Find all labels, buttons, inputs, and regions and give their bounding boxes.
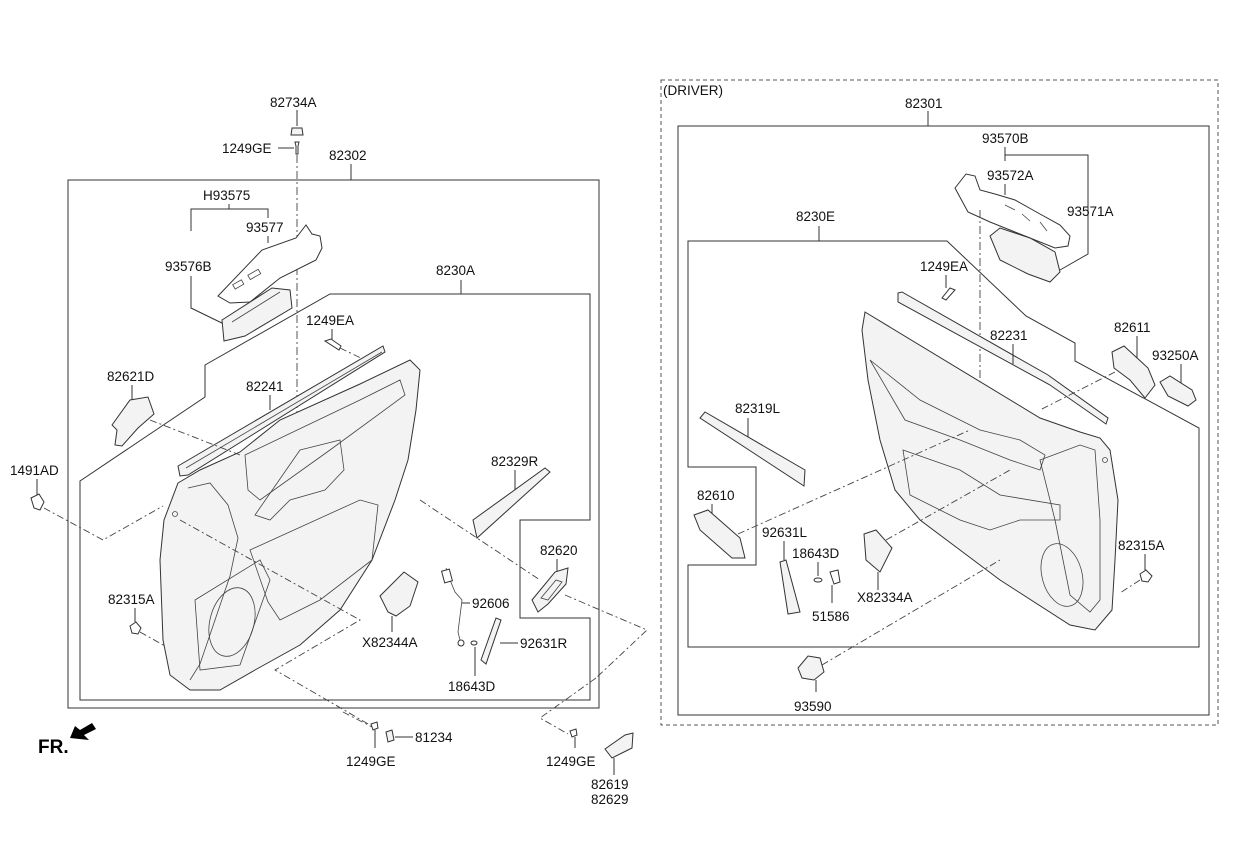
label-18643D-left[interactable]: 18643D xyxy=(448,679,496,694)
label-82620[interactable]: 82620 xyxy=(540,543,578,558)
label-1249EA-left[interactable]: 1249EA xyxy=(306,313,354,328)
label-93570B[interactable]: 93570B xyxy=(982,131,1029,146)
garnish-82329R xyxy=(472,467,551,539)
label-8230A[interactable]: 8230A xyxy=(436,263,475,278)
socket-51586 xyxy=(829,569,841,585)
power-window-switch-93576B xyxy=(221,287,293,342)
screw-1249GE-top xyxy=(294,141,300,155)
label-82610[interactable]: 82610 xyxy=(697,488,735,503)
switch-bezel-93572A xyxy=(954,173,1071,249)
panel-box-8230E xyxy=(687,240,1200,648)
bulb-18643D-right xyxy=(813,577,823,583)
switch-bezel-93577 xyxy=(217,224,323,304)
label-93577[interactable]: 93577 xyxy=(246,220,284,235)
label-93571A[interactable]: 93571A xyxy=(1067,204,1114,219)
right-door-assembly-driver: (DRIVER) 82301 8230E 93570B 93572A 93571… xyxy=(660,79,1219,726)
handle-bracket-82611 xyxy=(1111,345,1156,399)
label-82315A-left[interactable]: 82315A xyxy=(108,592,155,607)
label-82329R[interactable]: 82329R xyxy=(491,454,539,469)
panel-box-8230A xyxy=(79,293,591,701)
label-92631R[interactable]: 92631R xyxy=(520,636,568,651)
label-82619[interactable]: 82619 xyxy=(591,777,629,792)
label-92606[interactable]: 92606 xyxy=(472,596,510,611)
pull-cover-X82344A xyxy=(379,571,419,617)
speaker-grille-right xyxy=(1040,543,1084,607)
courtesy-lamp-92631R xyxy=(480,617,502,665)
label-82621D[interactable]: 82621D xyxy=(107,369,155,384)
courtesy-lamp-92631L xyxy=(779,559,801,615)
power-window-switch-93571A xyxy=(989,227,1061,283)
label-H93575[interactable]: H93575 xyxy=(203,188,250,203)
handle-bracket-82621D xyxy=(111,396,155,447)
label-81234[interactable]: 81234 xyxy=(415,730,453,745)
weatherstrip-82231 xyxy=(897,291,1109,425)
clip-82315A-left xyxy=(129,621,142,635)
lock-switch-93590 xyxy=(797,655,825,681)
front-label: FR. xyxy=(38,737,69,758)
label-82301[interactable]: 82301 xyxy=(905,96,943,111)
clip-1491AD xyxy=(30,493,45,511)
label-82302[interactable]: 82302 xyxy=(329,148,367,163)
screw-1249GE-bottom-right xyxy=(569,728,578,738)
label-82241[interactable]: 82241 xyxy=(246,379,284,394)
label-X82344A[interactable]: X82344A xyxy=(362,635,418,650)
label-82611[interactable]: 82611 xyxy=(1114,320,1151,335)
clip-82315A-right xyxy=(1139,569,1153,583)
label-driver[interactable]: (DRIVER) xyxy=(663,83,723,98)
label-93576B[interactable]: 93576B xyxy=(165,259,212,274)
mirror-switch-93250A xyxy=(1159,375,1197,407)
plug-81234 xyxy=(385,729,395,743)
label-1249GE-bottom-mid[interactable]: 1249GE xyxy=(346,754,396,769)
label-82231[interactable]: 82231 xyxy=(990,328,1028,343)
screw-1249GE-bottom-mid xyxy=(370,721,379,731)
label-82319L[interactable]: 82319L xyxy=(735,401,781,416)
screw-1249EA-left xyxy=(323,338,342,351)
inside-handle-82620 xyxy=(531,567,569,613)
door-trim-panel-right xyxy=(861,311,1119,631)
label-93250A[interactable]: 93250A xyxy=(1152,348,1199,363)
front-arrow-icon xyxy=(70,723,96,740)
cover-82619 xyxy=(604,732,634,759)
front-direction-indicator: FR. xyxy=(38,723,96,758)
label-1491AD[interactable]: 1491AD xyxy=(10,463,59,478)
assembly-box-82302 xyxy=(67,179,600,709)
label-18643D-right[interactable]: 18643D xyxy=(792,546,840,561)
label-X82334A[interactable]: X82334A xyxy=(857,590,913,605)
bulb-18643D-left xyxy=(470,640,478,646)
label-51586[interactable]: 51586 xyxy=(812,609,850,624)
label-82734A[interactable]: 82734A xyxy=(270,95,317,110)
weatherstrip-82241 xyxy=(177,345,386,477)
label-93590[interactable]: 93590 xyxy=(794,699,832,714)
label-1249EA-right[interactable]: 1249EA xyxy=(920,259,968,274)
assembly-box-82301 xyxy=(677,125,1210,716)
label-1249GE-top[interactable]: 1249GE xyxy=(222,141,272,156)
screw-1249EA-right xyxy=(941,287,956,301)
label-8230E[interactable]: 8230E xyxy=(796,209,835,224)
left-door-assembly: 82302 8230A 82734A 1249GE H93575 93577 9… xyxy=(10,95,648,807)
label-92631L[interactable]: 92631L xyxy=(762,525,808,540)
label-1249GE-bottom-right[interactable]: 1249GE xyxy=(546,754,596,769)
cap-82734A xyxy=(290,127,304,136)
label-82315A-right[interactable]: 82315A xyxy=(1118,538,1165,553)
inside-handle-82610 xyxy=(693,509,746,559)
driver-group-border xyxy=(660,79,1219,726)
pull-cover-X82334A xyxy=(863,529,893,573)
garnish-82319L xyxy=(699,411,806,487)
label-93572A[interactable]: 93572A xyxy=(987,168,1034,183)
label-82629[interactable]: 82629 xyxy=(591,792,629,807)
